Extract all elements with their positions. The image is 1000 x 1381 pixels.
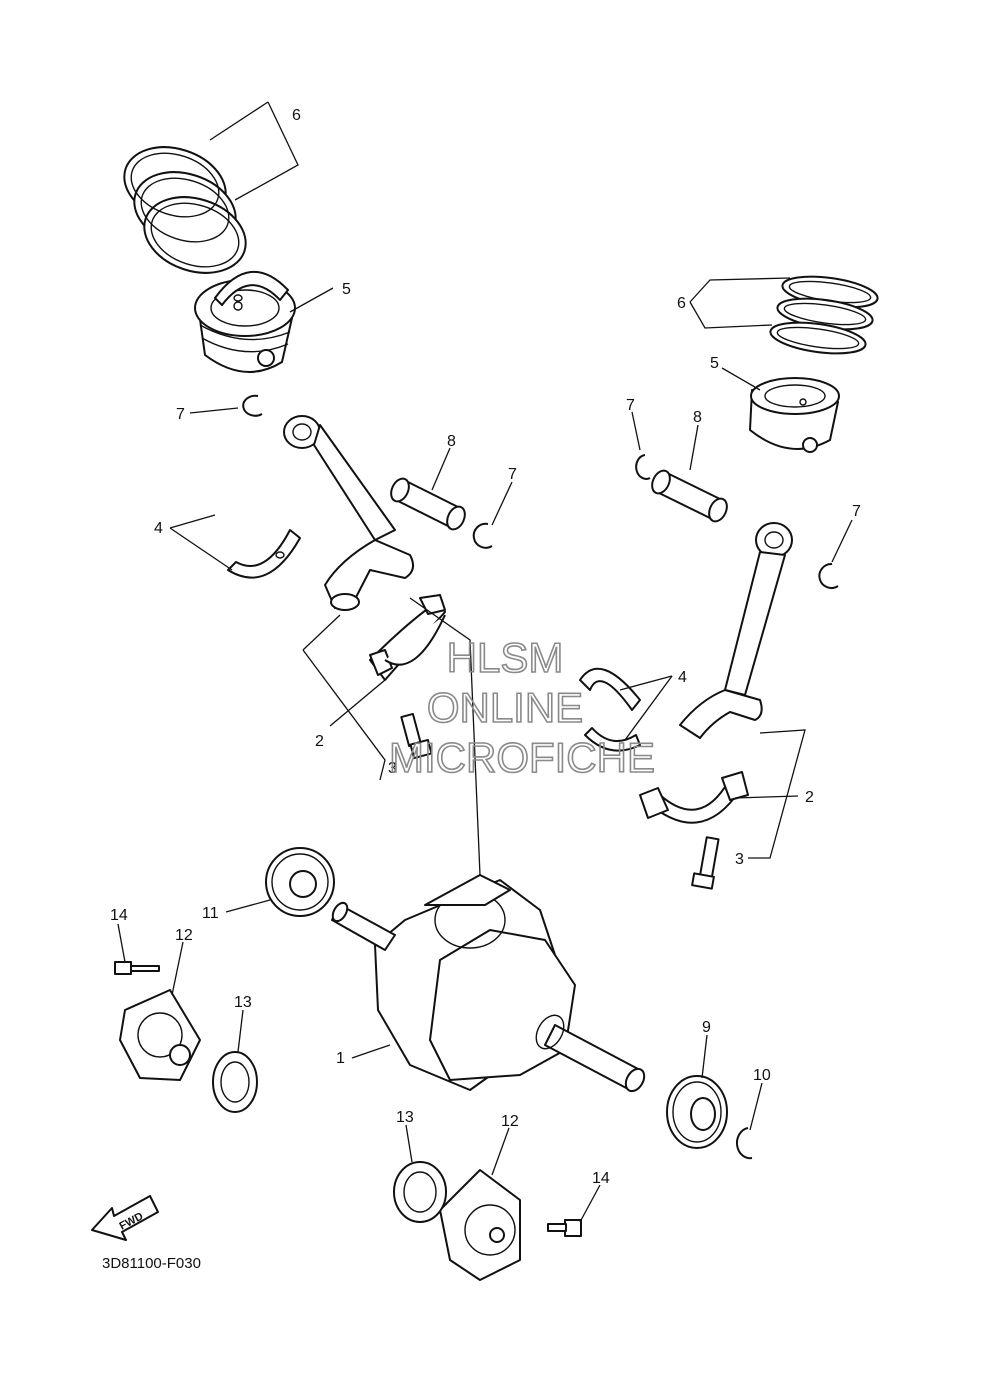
piston-right [749, 377, 840, 453]
piston-rings-left [123, 146, 247, 274]
callout-6-right: 6 [677, 295, 686, 312]
callout-8-right: 8 [693, 409, 702, 426]
callout-labels: 6 5 7 8 7 4 2 3 6 5 7 8 7 4 2 3 11 14 12… [110, 107, 861, 1187]
callout-8-left: 8 [447, 433, 456, 450]
gear-9 [666, 1075, 728, 1149]
bearing-13-left [212, 1051, 258, 1113]
connecting-rod-left [283, 415, 415, 611]
circlip-left-a [242, 394, 263, 417]
callout-12-bottom: 12 [501, 1113, 519, 1130]
watermark-line-1: HLSM [447, 634, 564, 681]
piston-pin-left [390, 477, 466, 531]
callout-13-left: 13 [234, 994, 252, 1011]
bolt-14-bottom [547, 1219, 582, 1237]
callout-4-left: 4 [154, 520, 163, 537]
callout-5-left: 5 [342, 281, 351, 298]
watermark: HLSM ONLINE MICROFICHE [388, 633, 656, 782]
piston-pin-right [651, 469, 728, 523]
circlip-left-b [472, 522, 493, 549]
callout-6-left: 6 [292, 107, 301, 124]
callout-9: 9 [702, 1019, 711, 1036]
balancer-left [119, 989, 201, 1081]
bearing-shells-left [214, 270, 301, 579]
rod-cap-left [369, 594, 446, 681]
bolt-14-left [114, 961, 160, 975]
connecting-rod-right [679, 522, 793, 739]
watermark-line-3: MICROFICHE [389, 734, 655, 781]
callout-5-right: 5 [710, 355, 719, 372]
callout-10: 10 [753, 1067, 771, 1084]
callout-13-bottom: 13 [396, 1109, 414, 1126]
rod-bolt-right [691, 836, 720, 890]
fwd-arrow-icon: FWD [91, 1195, 159, 1241]
rod-cap-right [639, 771, 749, 824]
callout-4-right: 4 [678, 669, 687, 686]
circlip-right-b [818, 562, 839, 589]
bearing-13-bottom [393, 1161, 447, 1223]
crankshaft [331, 874, 646, 1093]
watermark-line-2: ONLINE [427, 684, 583, 731]
diagram-code: 3D81100-F030 [102, 1255, 201, 1272]
callout-7-left-b: 7 [508, 466, 517, 483]
callout-7-right-b: 7 [852, 503, 861, 520]
rod-bolt-left [400, 712, 433, 760]
callout-7-right-a: 7 [626, 397, 635, 414]
piston-rings-right [769, 275, 879, 355]
callout-12-left: 12 [175, 927, 193, 944]
callout-3-right: 3 [735, 851, 744, 868]
callout-11: 11 [202, 905, 219, 922]
callout-7-left-a: 7 [176, 406, 185, 423]
gear-11 [265, 847, 335, 917]
callout-14-left: 14 [110, 907, 128, 924]
callout-3-left: 3 [388, 760, 397, 777]
callout-2-right: 2 [805, 789, 814, 806]
balancer-bottom [439, 1169, 521, 1281]
callout-14-bottom: 14 [592, 1170, 610, 1187]
circlip-right-a [635, 454, 651, 480]
callout-1: 1 [336, 1050, 345, 1067]
circlip-10 [736, 1127, 753, 1160]
bearing-shells-right [579, 667, 641, 752]
callout-2-left: 2 [315, 733, 324, 750]
leader-lines [117, 101, 853, 1223]
